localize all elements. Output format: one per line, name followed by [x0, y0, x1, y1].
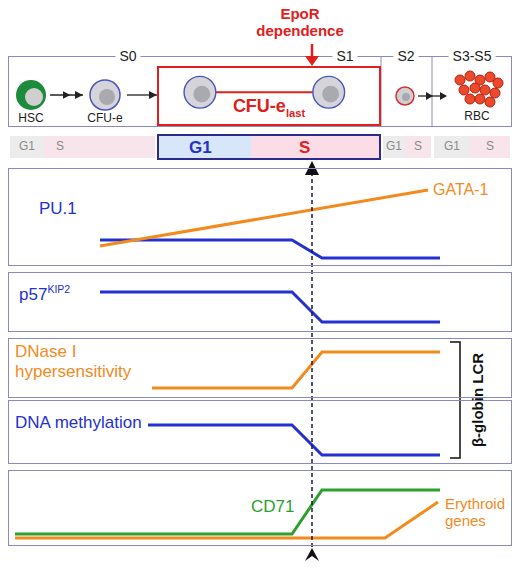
annotation-label: EpoR dependence [250, 5, 350, 40]
methylation-curve [148, 425, 440, 455]
s2-nucleus [402, 93, 410, 101]
s-phase-band [470, 136, 510, 158]
annotation-label: S [486, 140, 494, 154]
profile-panel: PU.1 GATA-1 [8, 168, 512, 266]
cfu-e-cell [90, 80, 120, 110]
node-text: S [299, 138, 310, 158]
node-text: DNase I hypersensitivity [15, 342, 155, 381]
annotation-label: S0 [115, 48, 140, 64]
red-blood-cell [493, 78, 503, 88]
node-text: CFU-e [83, 112, 127, 126]
g1-phase-band [383, 136, 405, 158]
stage-band [9, 57, 512, 127]
gata1-curve [100, 190, 428, 246]
cell-cycle-box: G1 S [157, 134, 381, 160]
cell-node: CFU-e [83, 78, 127, 128]
red-blood-cell [465, 71, 475, 81]
transition-arrowhead [305, 548, 319, 561]
node-text: p57 [19, 285, 47, 304]
cfu-e-nucleus [322, 86, 339, 103]
epor-arrow-line [311, 44, 314, 58]
annotation-label: S [414, 140, 422, 154]
profile-panel: p57KIP2 [8, 272, 512, 332]
hsc-nucleus [25, 88, 43, 106]
flow-arrow [50, 94, 83, 95]
annotation-label: G1 [386, 140, 402, 154]
division-line [216, 91, 313, 93]
annotation-label: G1 [19, 140, 35, 154]
node-text: CFU-e [233, 96, 286, 116]
red-blood-cell [470, 83, 480, 93]
node-text: PU.1 [39, 199, 77, 219]
cd71-curve [15, 490, 440, 534]
annotation-label: S3-S5 [449, 48, 496, 64]
arrow-head [426, 92, 433, 100]
s-phase-band [44, 136, 155, 158]
red-blood-cell [455, 75, 465, 85]
cell-node: RBC [448, 68, 506, 126]
cfu-e-nucleus [193, 86, 210, 103]
s-phase-band [405, 136, 431, 158]
pu1-curve [100, 240, 440, 258]
annotation-label: S [56, 140, 64, 154]
cfu-e-nucleus [99, 89, 115, 105]
script-text: last [286, 107, 305, 119]
cell-node: HSC [12, 78, 50, 128]
g1-phase-band [10, 136, 44, 158]
profile-panel: DNA methylation [8, 400, 512, 464]
red-blood-cell [490, 88, 500, 98]
node-text: Erythroid genes [445, 495, 517, 530]
hsc-cell [16, 80, 46, 110]
epor-arrow-head [305, 56, 319, 66]
profile-panel: CD71Erythroid genes [8, 470, 512, 546]
red-blood-cell [480, 85, 490, 95]
cfu-e-cell [184, 76, 216, 108]
s2-cell [396, 87, 414, 105]
cfu-e-cell [313, 76, 345, 108]
red-blood-cell [475, 94, 485, 104]
red-blood-cell [485, 97, 495, 107]
stage-box: CFU-elast [157, 66, 381, 126]
p57-curve [100, 292, 440, 322]
transition-line [311, 172, 313, 548]
g1-phase-band [434, 136, 470, 158]
text-group: p57KIP2 [19, 283, 70, 304]
annotation-label: S1 [332, 48, 357, 64]
red-blood-cell [465, 94, 475, 104]
node-text: CD71 [251, 497, 294, 517]
stage-divider [432, 56, 433, 127]
node-text: GATA-1 [433, 181, 488, 199]
bracket-label: β-globin LCR [469, 353, 486, 447]
node-text: DNA methylation [15, 413, 142, 433]
arrow-head [440, 92, 447, 100]
script-text: KIP2 [47, 283, 70, 295]
annotation-label: G1 [444, 140, 460, 154]
profile-panel: DNase I hypersensitivity [8, 338, 512, 398]
node-text: G1 [189, 138, 212, 158]
annotation-label: S2 [393, 48, 418, 64]
node-text: HSC [12, 112, 50, 126]
flow-arrow [127, 94, 157, 95]
red-blood-cell [459, 85, 469, 95]
dnase-curve [152, 352, 440, 388]
node-text: RBC [448, 110, 506, 124]
text-group: CFU-elast [159, 96, 379, 119]
